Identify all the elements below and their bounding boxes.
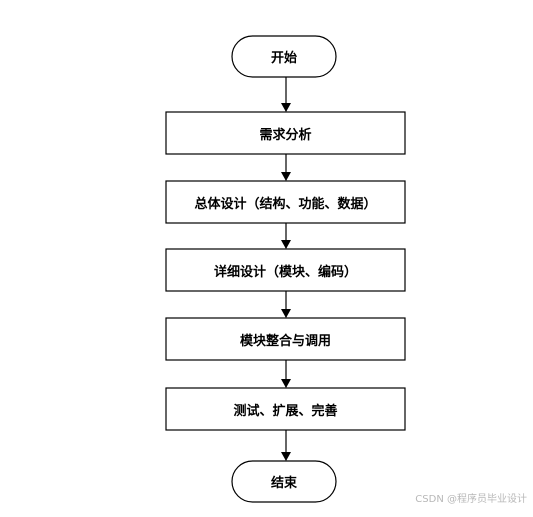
end-terminator (231, 460, 337, 503)
process-box-1 (165, 111, 406, 155)
process-box-2 (165, 180, 406, 224)
end-label: 结束 (270, 476, 297, 491)
step-label-1: 需求分析 (259, 127, 312, 143)
step-label-4: 模块整合与调用 (239, 333, 331, 349)
process-box-3 (165, 248, 406, 292)
step-label-2: 总体设计（结构、功能、数据） (194, 196, 377, 212)
start-label: 开始 (270, 51, 297, 66)
start-terminator (231, 35, 337, 78)
step-label-5: 测试、扩展、完善 (233, 403, 338, 419)
step-label-3: 详细设计（模块、编码） (213, 264, 357, 280)
watermark: CSDN @程序员毕业设计 (415, 494, 527, 505)
